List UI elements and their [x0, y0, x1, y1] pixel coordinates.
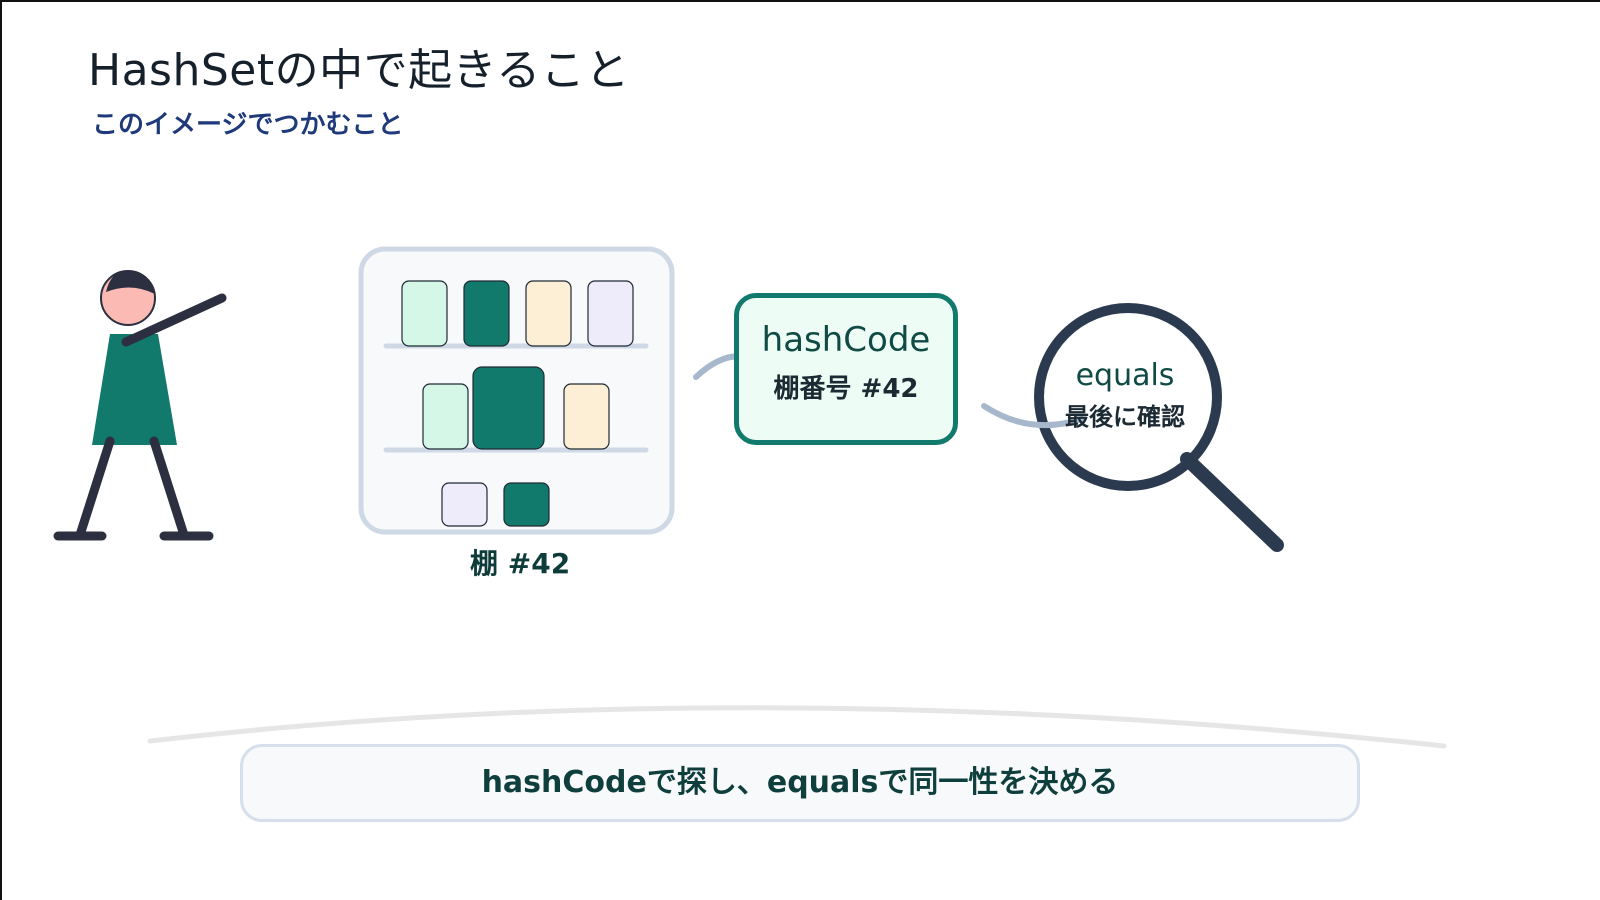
shelf-item	[441, 482, 488, 527]
summary-box: hashCodeで探し、equalsで同一性を決める	[240, 744, 1360, 822]
shelf-item	[525, 280, 572, 347]
equals-label: equals 最後に確認	[1040, 358, 1210, 432]
shelf-icon	[358, 246, 675, 535]
page-subtitle: このイメージでつかむこと	[92, 110, 404, 140]
equals-title: equals	[1075, 358, 1175, 393]
magnifier-handle	[1180, 452, 1284, 552]
hashcode-subtitle: 棚番号 #42	[773, 374, 919, 404]
person-leg-left	[75, 436, 115, 540]
shelf-caption: 棚 #42	[470, 547, 571, 580]
person-body	[92, 334, 177, 445]
person-leg-right	[149, 436, 189, 540]
shelf-item	[503, 482, 550, 527]
shelf-item	[563, 383, 610, 450]
decorative-arc	[147, 705, 1447, 749]
connector-hashcode-to-equals	[981, 403, 1085, 429]
equals-subtitle: 最後に確認	[1065, 403, 1185, 431]
person-arm	[121, 293, 227, 347]
magnifier-lens	[1034, 303, 1222, 491]
shelf-item	[463, 280, 510, 347]
shelf-item	[422, 383, 469, 450]
page-title: HashSetの中で起きること	[88, 45, 630, 96]
frame-edge-top	[0, 0, 1600, 2]
magnifier-icon	[1034, 303, 1284, 552]
frame-edge-left	[0, 0, 2, 900]
shelf-item	[401, 280, 448, 347]
person-hair	[106, 270, 155, 294]
shelf-item	[587, 280, 634, 347]
person-pointing-icon	[53, 270, 227, 541]
hashcode-box: hashCode 棚番号 #42	[734, 293, 958, 445]
hashcode-title: hashCode	[761, 320, 931, 360]
shelf-item-highlighted	[472, 366, 545, 450]
